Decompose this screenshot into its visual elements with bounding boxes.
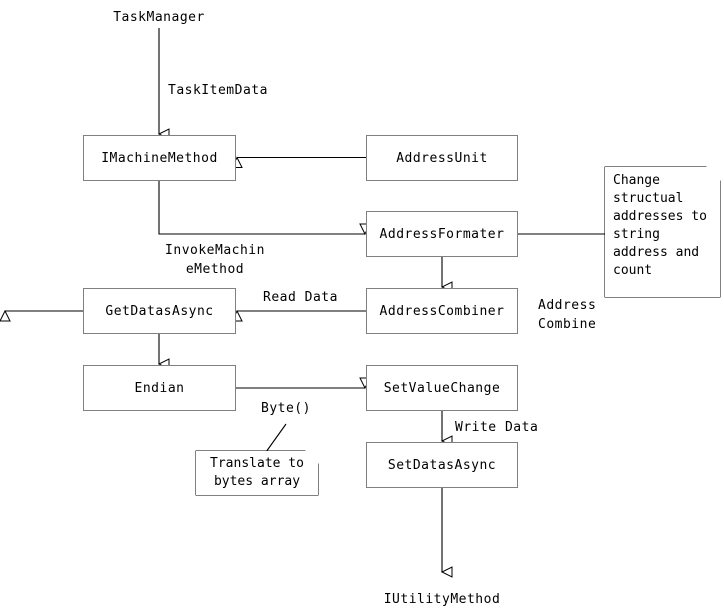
label-taskitemdata: TaskItemData [168,83,268,98]
node-label: AddressFormater [379,226,505,242]
node-getdatasasync[interactable]: GetDatasAsync [83,288,236,334]
node-label: GetDatasAsync [105,303,214,319]
label-byte: Byte() [261,401,311,416]
note-address-change: Change structual addresses to string add… [605,167,720,297]
node-label: AddressUnit [396,150,488,166]
node-label: IMachineMethod [101,150,218,166]
label-iutilitymethod: IUtilityMethod [383,592,501,607]
node-label: Endian [134,380,185,396]
node-imachinemethod[interactable]: IMachineMethod [83,135,236,181]
node-addressformater[interactable]: AddressFormater [366,211,518,257]
node-label: SetValueChange [383,380,501,396]
label-read-data: Read Data [263,290,338,305]
node-setvaluechange[interactable]: SetValueChange [366,365,518,411]
label-write-data: Write Data [455,420,539,435]
node-addressunit[interactable]: AddressUnit [366,135,518,181]
edge-byte-to-note-translate [265,423,287,453]
edge-imachinemethod-to-addressformater [158,181,371,236]
note-translate-bytes: Translate to bytes array [196,451,318,495]
node-label: SetDatasAsync [387,457,497,473]
label-invokemachinemethod: InvokeMachin eMethod [165,243,265,277]
label-taskmanager: TaskManager [113,10,205,25]
node-setdatasasync[interactable]: SetDatasAsync [366,442,518,488]
node-label: AddressCombiner [379,303,505,319]
label-address-combine: Address Combine [538,298,597,332]
node-endian[interactable]: Endian [83,365,236,411]
node-addresscombiner[interactable]: AddressCombiner [366,288,518,334]
